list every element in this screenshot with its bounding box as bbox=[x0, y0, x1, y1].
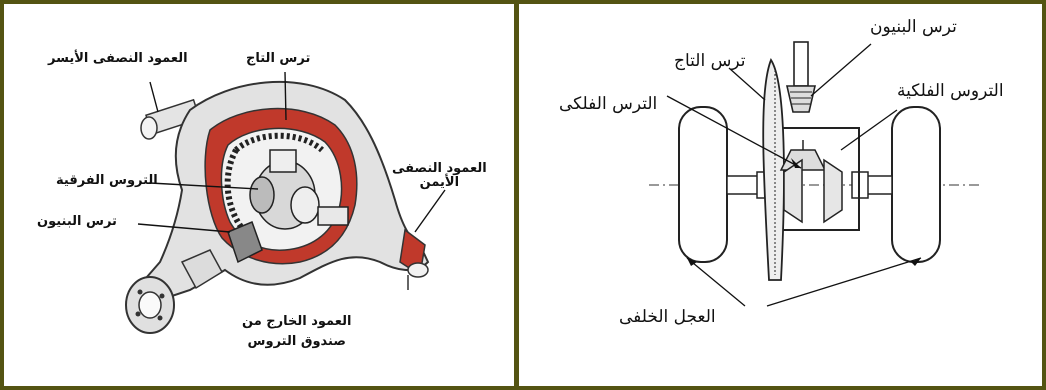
pinion-gear bbox=[787, 42, 815, 112]
rear-wheel-left bbox=[679, 107, 727, 262]
label-side-gears: التروس الفرقية bbox=[56, 174, 158, 188]
label-output-shaft: العمود الخارج من صندوق التروس bbox=[242, 315, 351, 350]
differential-cutaway-panel: العمود النصفى الأيسر ترس التاج التروس ال… bbox=[0, 0, 514, 390]
differential-schematic-drawing bbox=[519, 0, 1046, 390]
label-right-half-shaft-line2: الأيمن bbox=[392, 176, 487, 190]
label-planetary-gear: الترس الفلكى bbox=[559, 95, 657, 114]
planetary-gears bbox=[781, 140, 842, 222]
rear-wheel-right bbox=[892, 107, 940, 262]
label-output-shaft-line2: صندوق التروس bbox=[242, 335, 351, 349]
differential-schematic-panel: ترس البنيون ترس التاج التروس الفلكية الت… bbox=[519, 0, 1046, 390]
label-pinion-gear: ترس البنيون bbox=[37, 215, 117, 229]
label-right-half-shaft: العمود النصفى الأيمن bbox=[392, 162, 487, 191]
label-left-half-shaft: العمود النصفى الأيسر bbox=[48, 52, 188, 66]
label-pinion-gear: ترس البنيون bbox=[870, 18, 957, 37]
label-planetary-gears: التروس الفلكية bbox=[897, 82, 1004, 101]
label-crown-gear: ترس التاج bbox=[246, 52, 310, 66]
label-output-shaft-line1: العمود الخارج من bbox=[242, 315, 351, 329]
label-crown-gear: ترس التاج bbox=[674, 52, 745, 71]
label-rear-wheels: العجل الخلفى bbox=[619, 308, 716, 327]
